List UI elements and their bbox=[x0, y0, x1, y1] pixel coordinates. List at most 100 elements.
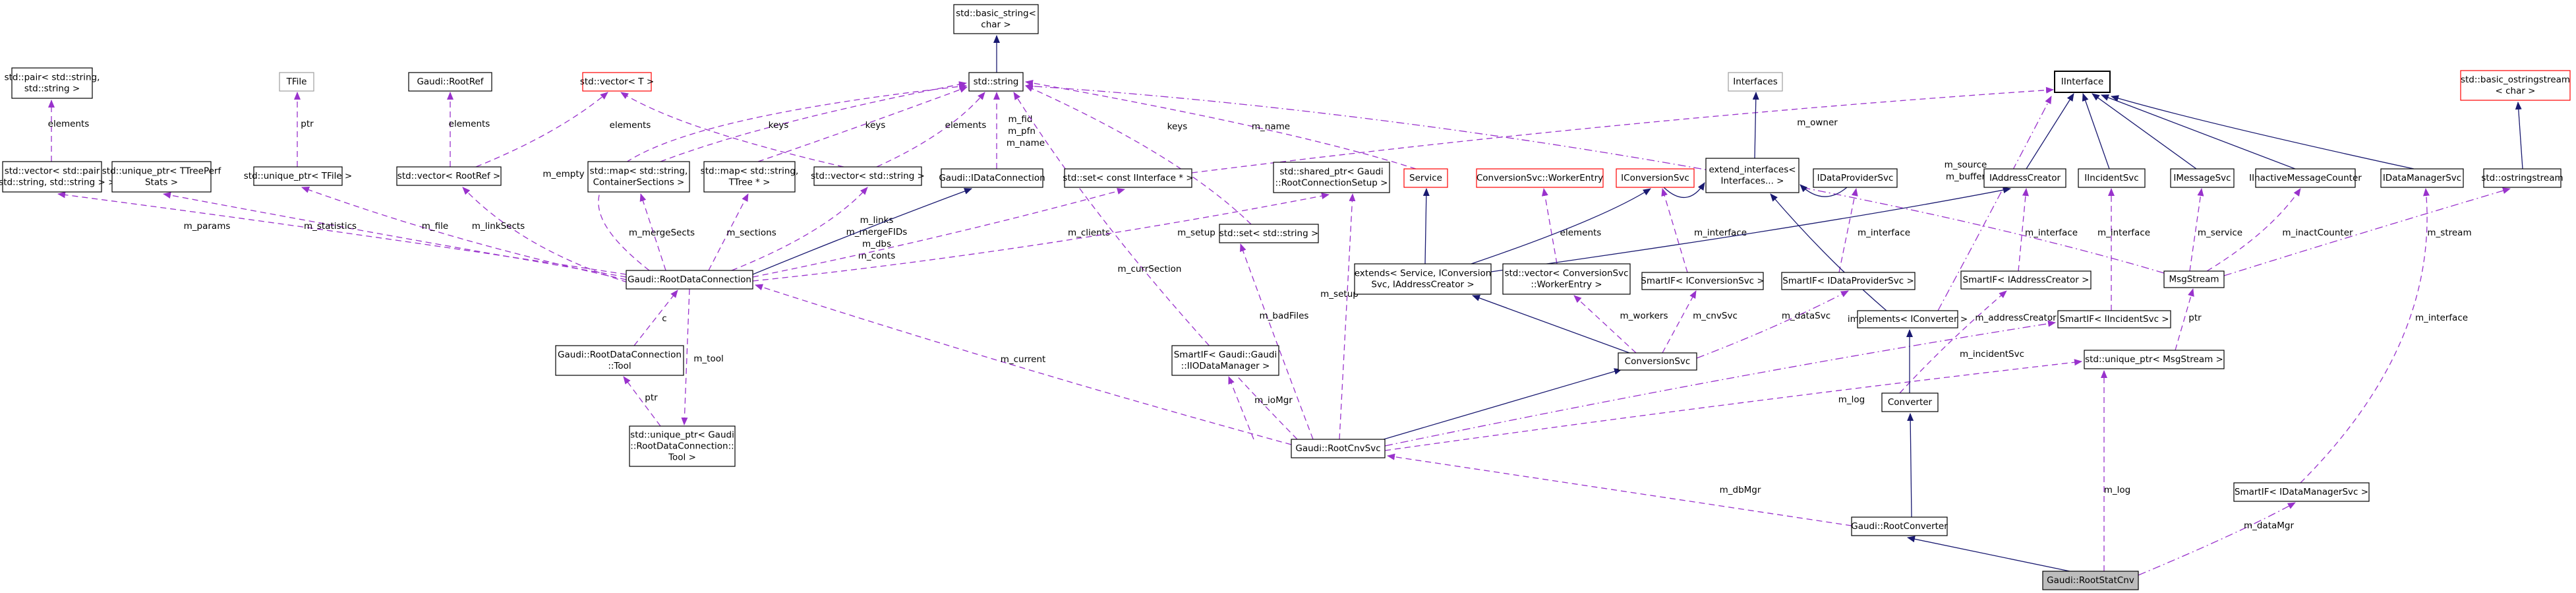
node-sif_idatamgr[interactable]: SmartIF< IDataManagerSvc > bbox=[2233, 482, 2370, 502]
node-box-imsgsvc[interactable] bbox=[2170, 168, 2235, 188]
node-box-sif_idataprov[interactable] bbox=[1781, 272, 1916, 290]
node-iaddr[interactable]: IAddressCreator bbox=[1983, 168, 2066, 188]
node-up_msg[interactable]: std::unique_ptr< MsgStream > bbox=[2084, 350, 2225, 369]
node-box-sif_idatamgr[interactable] bbox=[2233, 482, 2370, 502]
node-interfaces[interactable]: Interfaces bbox=[1728, 72, 1783, 92]
node-box-map_tt[interactable] bbox=[703, 161, 796, 193]
node-box-iinactive[interactable] bbox=[2255, 168, 2356, 188]
node-iinactive[interactable]: IInactiveMessageCounter bbox=[2249, 168, 2362, 188]
node-rootconverter[interactable]: Gaudi::RootConverter bbox=[1851, 516, 1948, 536]
node-box-service[interactable] bbox=[1403, 168, 1448, 188]
node-box-extifaces[interactable] bbox=[1705, 158, 1800, 193]
node-box-impl_iconv[interactable] bbox=[1857, 310, 1958, 328]
node-box-iincident[interactable] bbox=[2078, 168, 2146, 188]
node-box-up_tool[interactable] bbox=[629, 425, 736, 467]
node-iconvsvc[interactable]: IConversionSvc bbox=[1616, 168, 1695, 188]
node-extends[interactable]: extends< Service, IConversionSvc, IAddre… bbox=[1354, 263, 1492, 295]
node-box-idataconn[interactable] bbox=[941, 168, 1043, 188]
node-vec_rootref[interactable]: std::vector< RootRef > bbox=[396, 166, 502, 186]
node-up_tfile[interactable]: std::unique_ptr< TFile > bbox=[244, 166, 353, 186]
node-sp_rcs[interactable]: std::shared_ptr< Gaudi::RootConnectionSe… bbox=[1273, 162, 1390, 193]
node-pair[interactable]: std::pair< std::string,std::string > bbox=[5, 67, 100, 99]
node-box-vec_worker[interactable] bbox=[1502, 263, 1631, 295]
node-box-ostring[interactable] bbox=[2483, 168, 2561, 188]
node-box-iaddr[interactable] bbox=[1983, 168, 2066, 188]
node-sif_iaddr[interactable]: SmartIF< IAddressCreator > bbox=[1960, 270, 2092, 290]
node-impl_iconv[interactable]: implements< IConverter > bbox=[1848, 310, 1968, 328]
node-box-pair[interactable] bbox=[11, 67, 93, 99]
node-box-string[interactable] bbox=[968, 72, 1024, 92]
node-box-rootcnvsvc[interactable] bbox=[1291, 439, 1386, 458]
node-service[interactable]: Service bbox=[1403, 168, 1448, 188]
node-tool[interactable]: Gaudi::RootDataConnection::Tool bbox=[555, 345, 684, 376]
node-box-idataprov[interactable] bbox=[1813, 168, 1898, 188]
node-sif_iinc[interactable]: SmartIF< IIncidentSvc > bbox=[2057, 310, 2171, 328]
node-sif_iconv[interactable]: SmartIF< IConversionSvc > bbox=[1641, 272, 1765, 290]
node-converter[interactable]: Converter bbox=[1881, 392, 1939, 412]
node-box-iconvsvc[interactable] bbox=[1616, 168, 1695, 188]
node-box-sif_iconv[interactable] bbox=[1641, 272, 1764, 290]
node-rdc[interactable]: Gaudi::RootDataConnection bbox=[626, 270, 753, 290]
node-box-sif_iio[interactable] bbox=[1171, 345, 1279, 376]
node-sif_iio[interactable]: SmartIF< Gaudi::Gaudi::IIODataManager > bbox=[1171, 345, 1279, 376]
node-box-map_cs[interactable] bbox=[587, 161, 690, 193]
node-vec_worker[interactable]: std::vector< ConversionSvc::WorkerEntry … bbox=[1502, 263, 1631, 295]
node-box-vec_pair[interactable] bbox=[2, 161, 102, 193]
node-idataconn[interactable]: Gaudi::IDataConnection bbox=[939, 168, 1045, 188]
node-box-extends[interactable] bbox=[1354, 263, 1492, 295]
node-box-convsvc[interactable] bbox=[1618, 352, 1697, 371]
node-box-converter[interactable] bbox=[1881, 392, 1939, 412]
node-set_str[interactable]: std::set< std::string > bbox=[1219, 224, 1319, 243]
node-vec_str[interactable]: std::vector< std::string > bbox=[811, 166, 925, 186]
node-box-basic_ostring[interactable] bbox=[2460, 70, 2571, 101]
node-box-basic_string[interactable] bbox=[953, 4, 1039, 34]
node-vectorT[interactable]: std::vector< T > bbox=[580, 72, 654, 92]
node-idatamgr[interactable]: IDataManagerSvc bbox=[2380, 168, 2464, 188]
node-box-interfaces[interactable] bbox=[1728, 72, 1783, 92]
node-iincident[interactable]: IIncidentSvc bbox=[2078, 168, 2146, 188]
node-box-rootstatcnv[interactable] bbox=[2042, 571, 2139, 590]
node-box-vectorT[interactable] bbox=[582, 72, 652, 92]
node-box-set_str[interactable] bbox=[1219, 224, 1319, 243]
node-box-vec_rootref[interactable] bbox=[396, 166, 502, 186]
node-box-sp_rcs[interactable] bbox=[1273, 162, 1390, 193]
node-box-worker[interactable] bbox=[1476, 168, 1604, 188]
node-idataprov[interactable]: IDataProviderSvc bbox=[1813, 168, 1898, 188]
node-box-idatamgr[interactable] bbox=[2380, 168, 2464, 188]
node-map_cs[interactable]: std::map< std::string,ContainerSections … bbox=[587, 161, 690, 193]
node-box-rootref[interactable] bbox=[408, 72, 492, 92]
node-box-vec_str[interactable] bbox=[813, 166, 922, 186]
node-box-sif_iinc[interactable] bbox=[2057, 310, 2171, 328]
node-box-iinterface[interactable] bbox=[2054, 71, 2111, 93]
node-vec_pair[interactable]: std::vector< std::pair< std::string, std… bbox=[0, 161, 115, 193]
node-rootstatcnv[interactable]: Gaudi::RootStatCnv bbox=[2042, 571, 2139, 590]
node-convsvc[interactable]: ConversionSvc bbox=[1618, 352, 1697, 371]
node-basic_ostring[interactable]: std::basic_ostringstream< char > bbox=[2460, 70, 2571, 101]
node-box-up_tfile[interactable] bbox=[253, 166, 343, 186]
node-ostring[interactable]: std::ostringstream bbox=[2481, 168, 2563, 188]
node-string[interactable]: std::string bbox=[968, 72, 1024, 92]
node-worker[interactable]: ConversionSvc::WorkerEntry bbox=[1476, 168, 1604, 188]
node-rootcnvsvc[interactable]: Gaudi::RootCnvSvc bbox=[1291, 439, 1386, 458]
node-basic_string[interactable]: std::basic_string<char > bbox=[953, 4, 1039, 34]
node-box-msgstream[interactable] bbox=[2163, 270, 2225, 288]
node-map_tt[interactable]: std::map< std::string,TTree * > bbox=[701, 161, 799, 193]
node-msgstream[interactable]: MsgStream bbox=[2163, 270, 2225, 288]
node-box-tool[interactable] bbox=[555, 345, 684, 376]
node-set_iface[interactable]: std::set< const IInterface * > bbox=[1063, 168, 1194, 188]
node-box-rdc[interactable] bbox=[626, 270, 753, 290]
node-box-up_msg[interactable] bbox=[2084, 350, 2225, 369]
node-up_tool[interactable]: std::unique_ptr< Gaudi::RootDataConnecti… bbox=[629, 425, 736, 467]
node-box-tfile[interactable] bbox=[279, 72, 314, 92]
node-imsgsvc[interactable]: IMessageSvc bbox=[2170, 168, 2235, 188]
node-extifaces[interactable]: extend_interfaces<Interfaces... > bbox=[1705, 158, 1800, 193]
node-tfile[interactable]: TFile bbox=[279, 72, 314, 92]
node-box-rootconverter[interactable] bbox=[1851, 516, 1948, 536]
node-sif_idataprov[interactable]: SmartIF< IDataProviderSvc > bbox=[1781, 272, 1916, 290]
node-box-set_iface[interactable] bbox=[1064, 168, 1192, 188]
node-rootref[interactable]: Gaudi::RootRef bbox=[408, 72, 492, 92]
node-iinterface[interactable]: IInterface bbox=[2054, 71, 2111, 93]
node-box-up_ttree[interactable] bbox=[111, 161, 212, 193]
node-box-sif_iaddr[interactable] bbox=[1960, 270, 2092, 290]
